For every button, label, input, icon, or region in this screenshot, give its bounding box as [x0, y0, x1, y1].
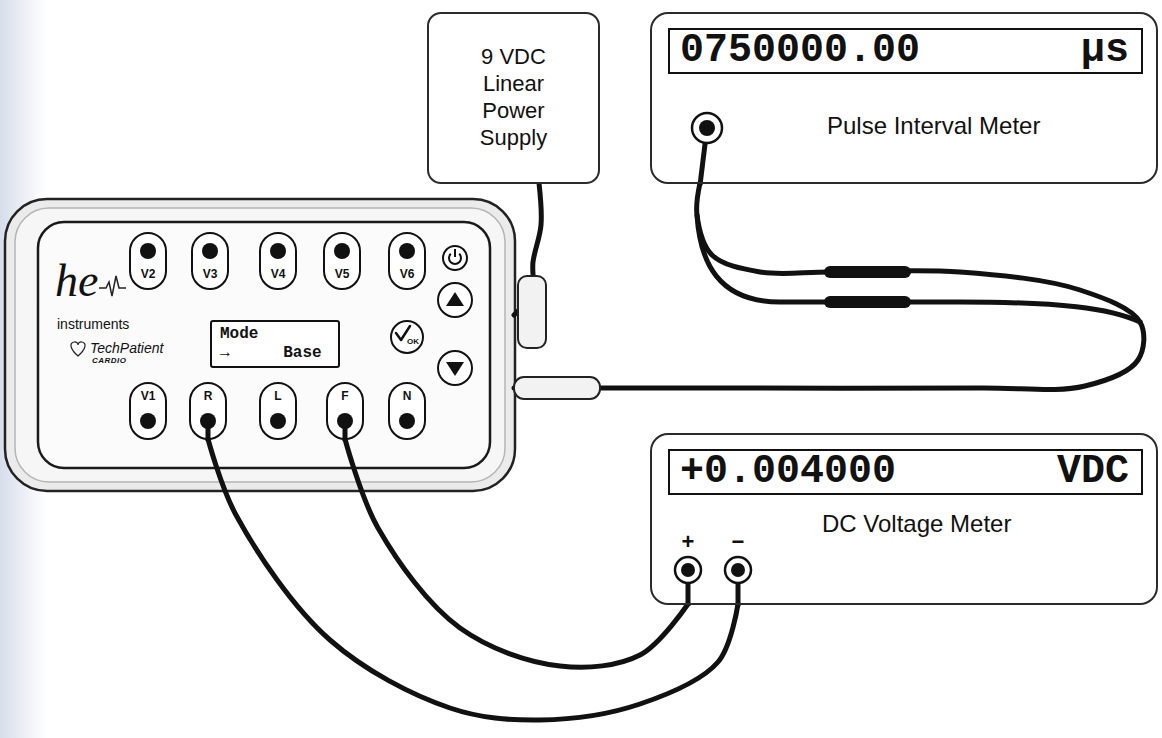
- product-line: CARDIO: [92, 357, 127, 366]
- electrode-button: R: [189, 382, 227, 440]
- down-triangle: [446, 362, 464, 376]
- dc-voltage-meter: DC Voltage Meter +0.004000 VDC: [650, 433, 1158, 605]
- input-jack: [692, 113, 722, 143]
- button-face: [129, 382, 167, 440]
- reading-value: +0.004000: [680, 451, 896, 493]
- pulse-interval-meter: Pulse Interval Meter 0750000.00 µs: [650, 12, 1158, 184]
- power-supply-box: 9 VDC Linear Power Supply: [427, 12, 600, 184]
- electrode-name: R: [204, 390, 213, 404]
- brand-name: instruments: [57, 316, 129, 333]
- electrode-socket: [270, 243, 286, 259]
- button-face: [259, 232, 297, 290]
- electrode-button: V3: [191, 232, 229, 290]
- electrode-socket: [399, 243, 415, 259]
- meter-display: +0.004000 VDC: [668, 449, 1143, 495]
- button-face: [388, 232, 426, 290]
- electrode-name: V2: [141, 268, 156, 282]
- input-jack-core: [681, 563, 695, 577]
- electrode-button: L: [259, 382, 297, 440]
- heat-shrink: [830, 296, 905, 308]
- menu-value: → Base: [220, 344, 322, 363]
- terminal-polarity: −: [732, 531, 745, 553]
- electrode-button: F: [326, 382, 364, 440]
- button-face: [259, 382, 297, 440]
- heat-shrink: [830, 266, 905, 278]
- electrode-name: V3: [203, 268, 218, 282]
- meter-name: DC Voltage Meter: [822, 510, 1011, 539]
- electrode-button: V5: [323, 232, 361, 290]
- electrode-name: V4: [271, 268, 286, 282]
- terminal-polarity: +: [682, 531, 695, 553]
- button-label: OK: [407, 338, 419, 346]
- power-button: [443, 246, 467, 270]
- lead-wire-stub: [206, 421, 211, 441]
- electrode-socket: [202, 243, 218, 259]
- input-jack: [725, 557, 751, 583]
- cable: [514, 183, 1144, 390]
- electrode-name: F: [341, 390, 348, 404]
- power-plug: [518, 276, 546, 348]
- ecg-simulator: he instrumentsTechPatientCARDIO V2 V3 V4 V5 V6…: [5, 198, 515, 492]
- electrode-name: N: [403, 390, 412, 404]
- device-housing: [5, 199, 515, 491]
- electrode-name: V5: [335, 268, 350, 282]
- input-jack-core: [699, 120, 715, 136]
- up-triangle: [446, 292, 464, 306]
- input-jack: [675, 557, 701, 583]
- cable: [208, 439, 738, 720]
- electrode-socket: [270, 413, 286, 429]
- lead-wire-stub: [343, 421, 348, 441]
- reading-unit: VDC: [1057, 451, 1129, 493]
- lcd-screen: Mode→ Base: [210, 320, 340, 368]
- electrode-button: V1: [129, 382, 167, 440]
- electrode-socket: [140, 413, 156, 429]
- electrode-socket: [140, 243, 156, 259]
- electrode-name: L: [274, 390, 281, 404]
- electrode-name: V6: [400, 268, 415, 282]
- electrode-socket: [399, 413, 415, 429]
- product-name: TechPatient: [90, 340, 163, 356]
- brand-logo: he: [55, 258, 98, 304]
- menu-title: Mode: [220, 325, 258, 344]
- ok-button: OK: [390, 320, 424, 354]
- button-face: [189, 382, 227, 440]
- power-symbol: [454, 249, 456, 257]
- button-face: [323, 232, 361, 290]
- front-panel: [38, 222, 490, 468]
- signal-plug: [514, 377, 600, 399]
- electrode-button: V6: [388, 232, 426, 290]
- reading-value: 0750000.00: [680, 30, 920, 72]
- cable-branch: [697, 215, 1140, 322]
- button-face: [129, 232, 167, 290]
- heart-icon: [71, 342, 85, 356]
- button-face: [388, 382, 426, 440]
- electrode-button: V2: [129, 232, 167, 290]
- meter-display: 0750000.00 µs: [668, 28, 1143, 74]
- ok-button-face: [391, 321, 423, 353]
- electrode-button: V4: [259, 232, 297, 290]
- input-jack-core: [731, 563, 745, 577]
- button-face: [326, 382, 364, 440]
- reading-unit: µs: [1081, 30, 1129, 72]
- up-button: [438, 283, 472, 317]
- cable: [345, 439, 688, 667]
- meter-name: Pulse Interval Meter: [827, 112, 1040, 141]
- supply-name: 9 VDC Linear Power Supply: [468, 44, 560, 151]
- electrode-name: V1: [141, 390, 156, 404]
- electrode-socket: [334, 243, 350, 259]
- electrode-button: N: [388, 382, 426, 440]
- heartbeat-trace: [99, 276, 126, 296]
- down-button: [438, 351, 472, 385]
- button-face: [191, 232, 229, 290]
- housing-bevel: [15, 208, 505, 482]
